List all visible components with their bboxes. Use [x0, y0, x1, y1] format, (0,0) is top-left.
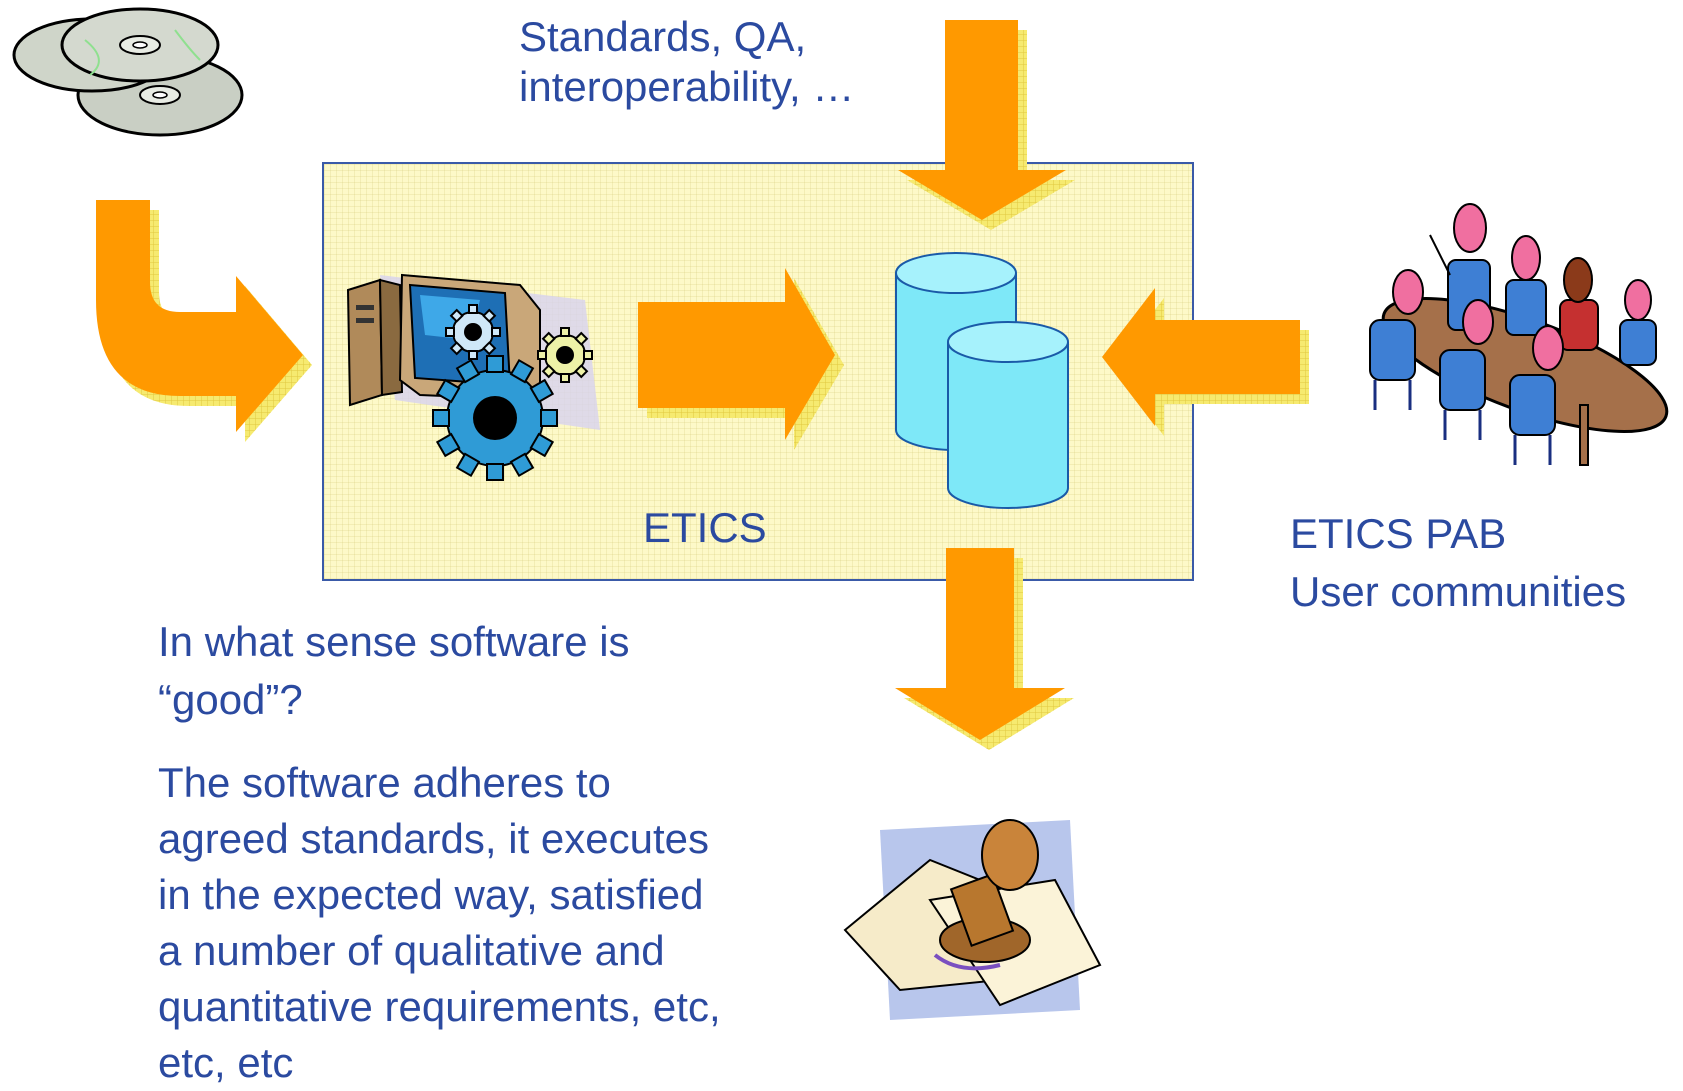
question-line2: “good”?	[158, 676, 303, 723]
output-arrow	[895, 548, 1074, 750]
etics-label: ETICS	[643, 504, 767, 551]
answer-line: etc, etc	[158, 1039, 294, 1086]
feedback-arrow	[1102, 288, 1309, 436]
answer-line: agreed standards, it executes	[158, 815, 710, 862]
standards-label-line1: Standards, QA,	[519, 13, 807, 60]
gear-icon	[409, 332, 581, 504]
curved-arrow	[96, 200, 312, 442]
pab-label-line1: ETICS PAB	[1290, 510, 1507, 557]
question-text: In what sense software is “good”?	[158, 613, 630, 729]
database-cylinders-icon	[895, 252, 1069, 509]
pab-label: ETICS PAB User communities	[1290, 505, 1626, 621]
cd-discs-icon	[12, 7, 244, 137]
question-line1: In what sense software is	[158, 618, 630, 665]
gear-icon	[525, 315, 605, 395]
standards-label-line2: interoperability, …	[519, 63, 855, 110]
answer-line: The software adheres to	[158, 759, 611, 806]
answer-line: in the expected way, satisfied	[158, 871, 704, 918]
answer-line: a number of qualitative and	[158, 927, 665, 974]
gear-icon	[433, 292, 513, 372]
standards-label: Standards, QA, interoperability, …	[519, 12, 854, 112]
meeting-people-icon	[1369, 203, 1669, 466]
answer-text: The software adheres to agreed standards…	[158, 755, 721, 1091]
approval-stamp-icon	[843, 819, 1102, 1020]
answer-line: quantitative requirements, etc,	[158, 983, 721, 1030]
process-arrow	[638, 268, 844, 450]
top-down-arrow	[898, 20, 1075, 230]
pab-label-line2: User communities	[1290, 568, 1627, 615]
